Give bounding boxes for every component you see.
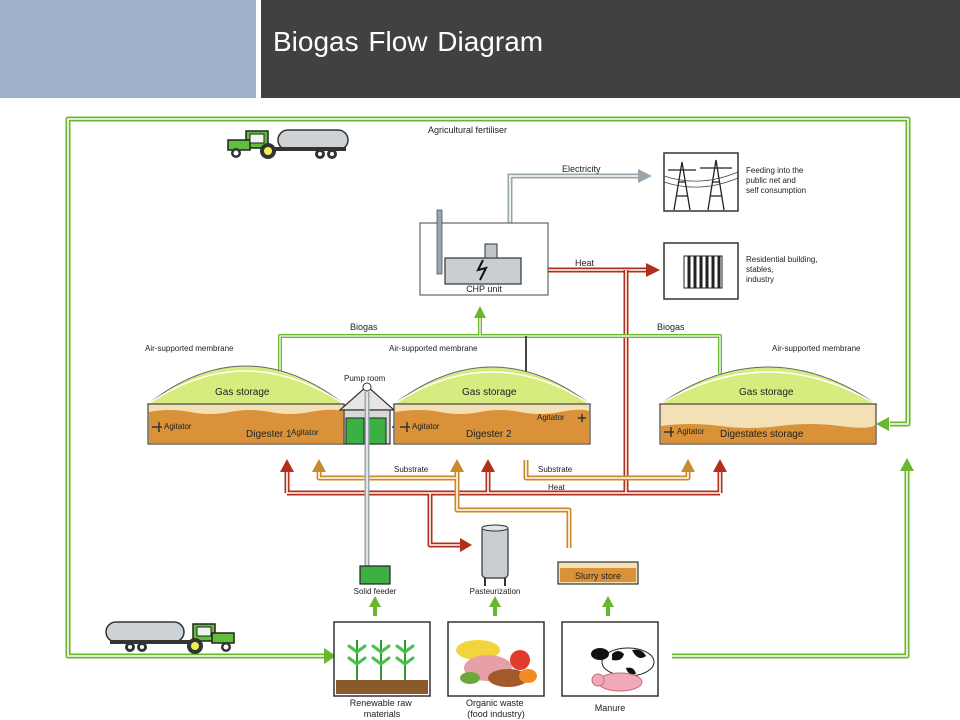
agitator-label-5: Agitator [677,427,705,436]
power-pylon-icon [663,152,739,212]
digestates-storage-label: Digestates storage [720,429,804,440]
agitator-label-1: Agitator [164,422,192,431]
manure-image [561,621,659,697]
digester-2-label: Digester 2 [466,429,512,440]
fertiliser-loop [65,116,914,664]
header-accent-block [0,0,256,98]
heat-network [284,267,723,548]
renewable-raw-materials-image [333,621,431,697]
membrane-label-2: Air-supported membrane [389,344,478,353]
substrate-label-right: Substrate [538,465,573,474]
header-divider [256,0,261,98]
header-bar [261,0,960,98]
tractor-tanker-icon [105,621,235,654]
gas-storage-label-1: Gas storage [215,387,270,398]
tractor-tanker-icon [227,129,349,159]
agitator-label-3: Agitator [412,422,440,431]
biogas-network [278,318,722,374]
pump-room-label: Pump room [344,374,386,383]
grid-feed-label: Feeding into the public net and self con… [746,166,806,195]
substrate-network [316,460,691,548]
slurry-store-icon [557,561,639,585]
organic-waste-image [447,621,545,697]
organic-waste-label: Organic waste (food industry) [466,698,526,719]
digester-1-tank [146,365,402,445]
renewable-raw-materials-label: Renewable raw materials [350,698,415,719]
membrane-label-1: Air-supported membrane [145,344,234,353]
gas-storage-label-3: Gas storage [739,387,794,398]
biogas-label-left: Biogas [350,322,378,332]
digester-2-tank [392,366,592,445]
substrate-label-left: Substrate [394,465,429,474]
chp-unit-icon [419,209,549,296]
biogas-label-right: Biogas [657,322,685,332]
manure-label: Manure [595,703,626,713]
electricity-flow [507,169,652,242]
agitator-label-2: Agitator [291,428,319,437]
heat-to-buildings-label: Heat [575,258,595,268]
page-title: Biogas Flow Diagram [273,26,544,57]
heat-pipe-label: Heat [548,483,566,492]
radiator-icon [663,242,739,300]
pasteurization-label: Pasteurization [470,587,521,596]
electricity-label: Electricity [562,164,601,174]
chp-unit-label: CHP unit [466,284,502,294]
gas-storage-label-2: Gas storage [462,387,517,398]
digester-1-label: Digester 1 [246,429,292,440]
digestates-storage-tank [658,366,878,445]
solid-feeder-icon [359,392,391,585]
agitator-label-4: Agitator [537,413,565,422]
slurry-store-label: Slurry store [575,571,621,581]
agricultural-fertiliser-label: Agricultural fertiliser [428,125,507,135]
feedstock-arrows [369,596,614,616]
residential-label: Residential building, stables, industry [746,255,820,284]
membrane-label-3: Air-supported membrane [772,344,861,353]
solid-feeder-label: Solid feeder [354,587,397,596]
pasteurization-tank-icon [481,524,509,586]
